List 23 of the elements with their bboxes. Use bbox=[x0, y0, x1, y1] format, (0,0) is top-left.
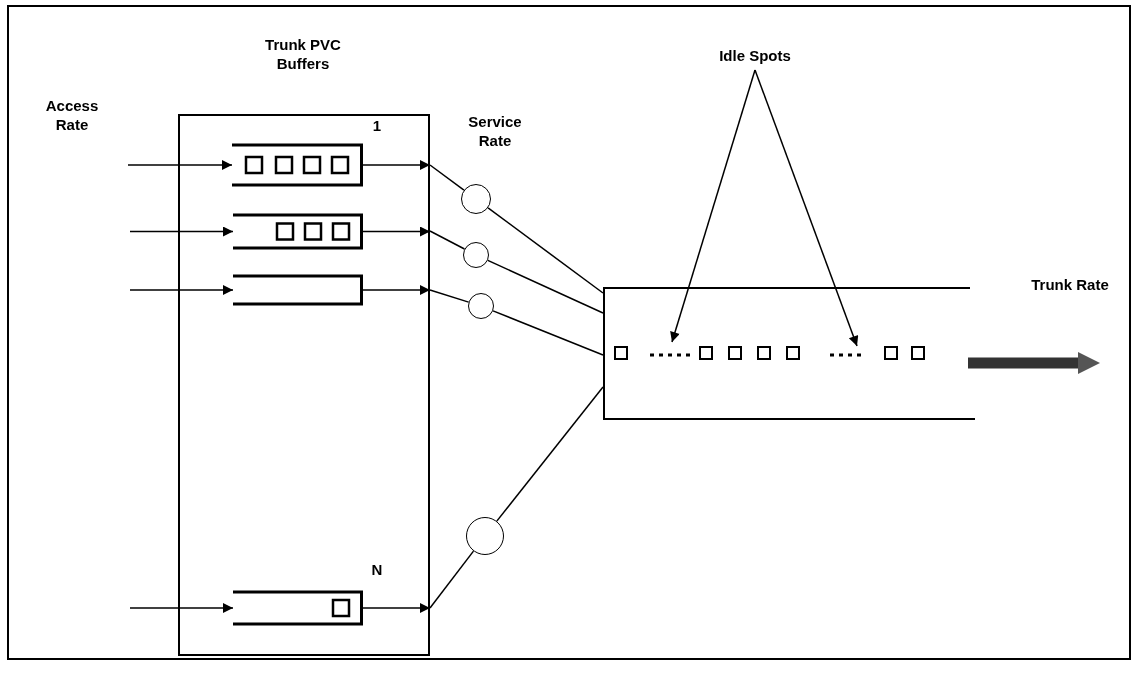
text-label: Service Rate bbox=[467, 112, 523, 150]
queue-buffer bbox=[233, 590, 363, 626]
queue-buffer bbox=[233, 274, 363, 306]
arrow bbox=[127, 160, 233, 170]
arrow bbox=[754, 69, 859, 347]
text-label: N bbox=[370, 560, 384, 579]
text-label: 1 bbox=[371, 116, 383, 135]
queue-buffer bbox=[232, 143, 363, 187]
arrow bbox=[129, 285, 234, 295]
queue-buffer bbox=[233, 213, 363, 250]
trunk-channel bbox=[603, 287, 975, 420]
arrow bbox=[670, 69, 756, 343]
text-label: Trunk Rate bbox=[1030, 275, 1110, 294]
text-label: Access Rate bbox=[44, 96, 100, 134]
arrow bbox=[362, 603, 431, 613]
arrow bbox=[362, 226, 431, 237]
arrow bbox=[129, 226, 234, 237]
arrow bbox=[129, 603, 234, 613]
output-arrow bbox=[968, 352, 1100, 374]
arrow bbox=[362, 160, 431, 170]
node-heading: Trunk PVC Buffers bbox=[264, 35, 342, 73]
arrow bbox=[362, 285, 431, 295]
callout-text: Idle Spots bbox=[690, 46, 820, 70]
